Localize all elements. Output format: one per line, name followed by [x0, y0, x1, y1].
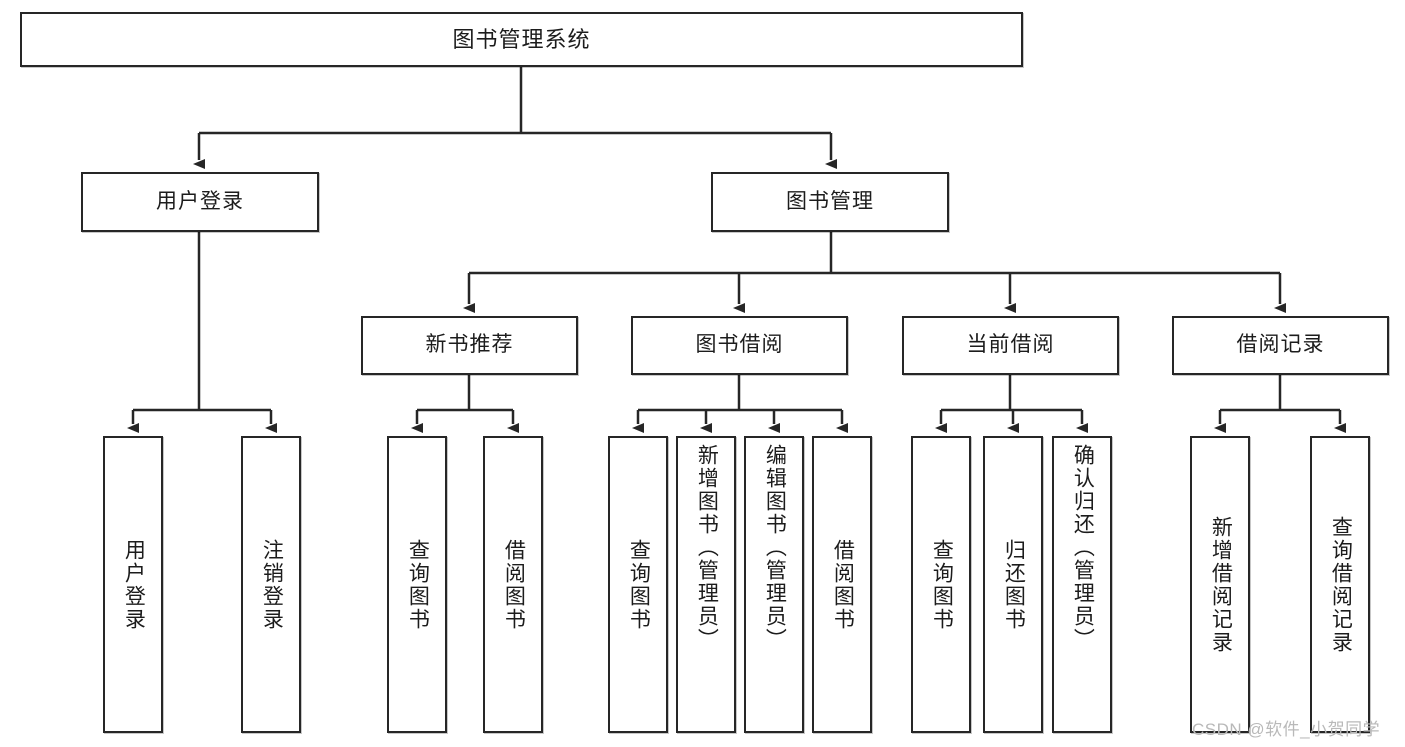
- leaf-borrow-book-2-label: 借阅图书: [831, 538, 855, 631]
- leaf-query-book-2-label: 查询图书: [627, 538, 651, 631]
- node-borrow-record-label: 借阅记录: [1236, 333, 1325, 357]
- node-book-management-label: 图书管理: [786, 189, 874, 213]
- leaf-query-book-2[interactable]: 查询图书: [608, 436, 668, 733]
- leaf-query-record-label: 查询借阅记录: [1329, 515, 1353, 654]
- leaf-query-book-1-label: 查询图书: [406, 538, 430, 631]
- leaf-edit-book-label: 编辑图书（管理员）: [763, 444, 787, 651]
- node-book-borrow-label: 图书借阅: [695, 333, 784, 357]
- leaf-borrow-book-2[interactable]: 借阅图书: [812, 436, 872, 733]
- leaf-confirm-return[interactable]: 确认归还（管理员）: [1052, 436, 1112, 733]
- node-current-borrow[interactable]: 当前借阅: [902, 316, 1119, 375]
- node-book-management[interactable]: 图书管理: [711, 172, 949, 232]
- node-current-borrow-label: 当前借阅: [966, 333, 1055, 357]
- node-user-login-label: 用户登录: [156, 189, 244, 213]
- leaf-add-record-label: 新增借阅记录: [1209, 515, 1233, 654]
- leaf-return-book-label: 归还图书: [1002, 538, 1026, 631]
- leaf-add-record[interactable]: 新增借阅记录: [1190, 436, 1250, 733]
- node-borrow-record[interactable]: 借阅记录: [1172, 316, 1389, 375]
- leaf-logout[interactable]: 注销登录: [241, 436, 301, 733]
- leaf-confirm-return-label: 确认归还（管理员）: [1071, 444, 1095, 651]
- leaf-add-book-label: 新增图书（管理员）: [695, 444, 719, 651]
- leaf-user-login[interactable]: 用户登录: [103, 436, 163, 733]
- leaf-borrow-book-1[interactable]: 借阅图书: [483, 436, 543, 733]
- node-user-login[interactable]: 用户登录: [81, 172, 319, 232]
- leaf-logout-label: 注销登录: [260, 538, 284, 631]
- csdn-watermark: CSDN @软件_小贺同学: [1192, 720, 1381, 739]
- leaf-return-book[interactable]: 归还图书: [983, 436, 1043, 733]
- node-root[interactable]: 图书管理系统: [20, 12, 1023, 67]
- node-book-borrow[interactable]: 图书借阅: [631, 316, 848, 375]
- leaf-edit-book[interactable]: 编辑图书（管理员）: [744, 436, 804, 733]
- leaf-query-book-1[interactable]: 查询图书: [387, 436, 447, 733]
- leaf-query-book-3-label: 查询图书: [930, 538, 954, 631]
- leaf-add-book[interactable]: 新增图书（管理员）: [676, 436, 736, 733]
- leaf-query-record[interactable]: 查询借阅记录: [1310, 436, 1370, 733]
- node-root-label: 图书管理系统: [452, 26, 591, 52]
- leaf-borrow-book-1-label: 借阅图书: [502, 538, 526, 631]
- node-new-book-recommend[interactable]: 新书推荐: [361, 316, 578, 375]
- node-new-book-recommend-label: 新书推荐: [425, 333, 514, 357]
- leaf-query-book-3[interactable]: 查询图书: [911, 436, 971, 733]
- leaf-user-login-label: 用户登录: [122, 538, 146, 631]
